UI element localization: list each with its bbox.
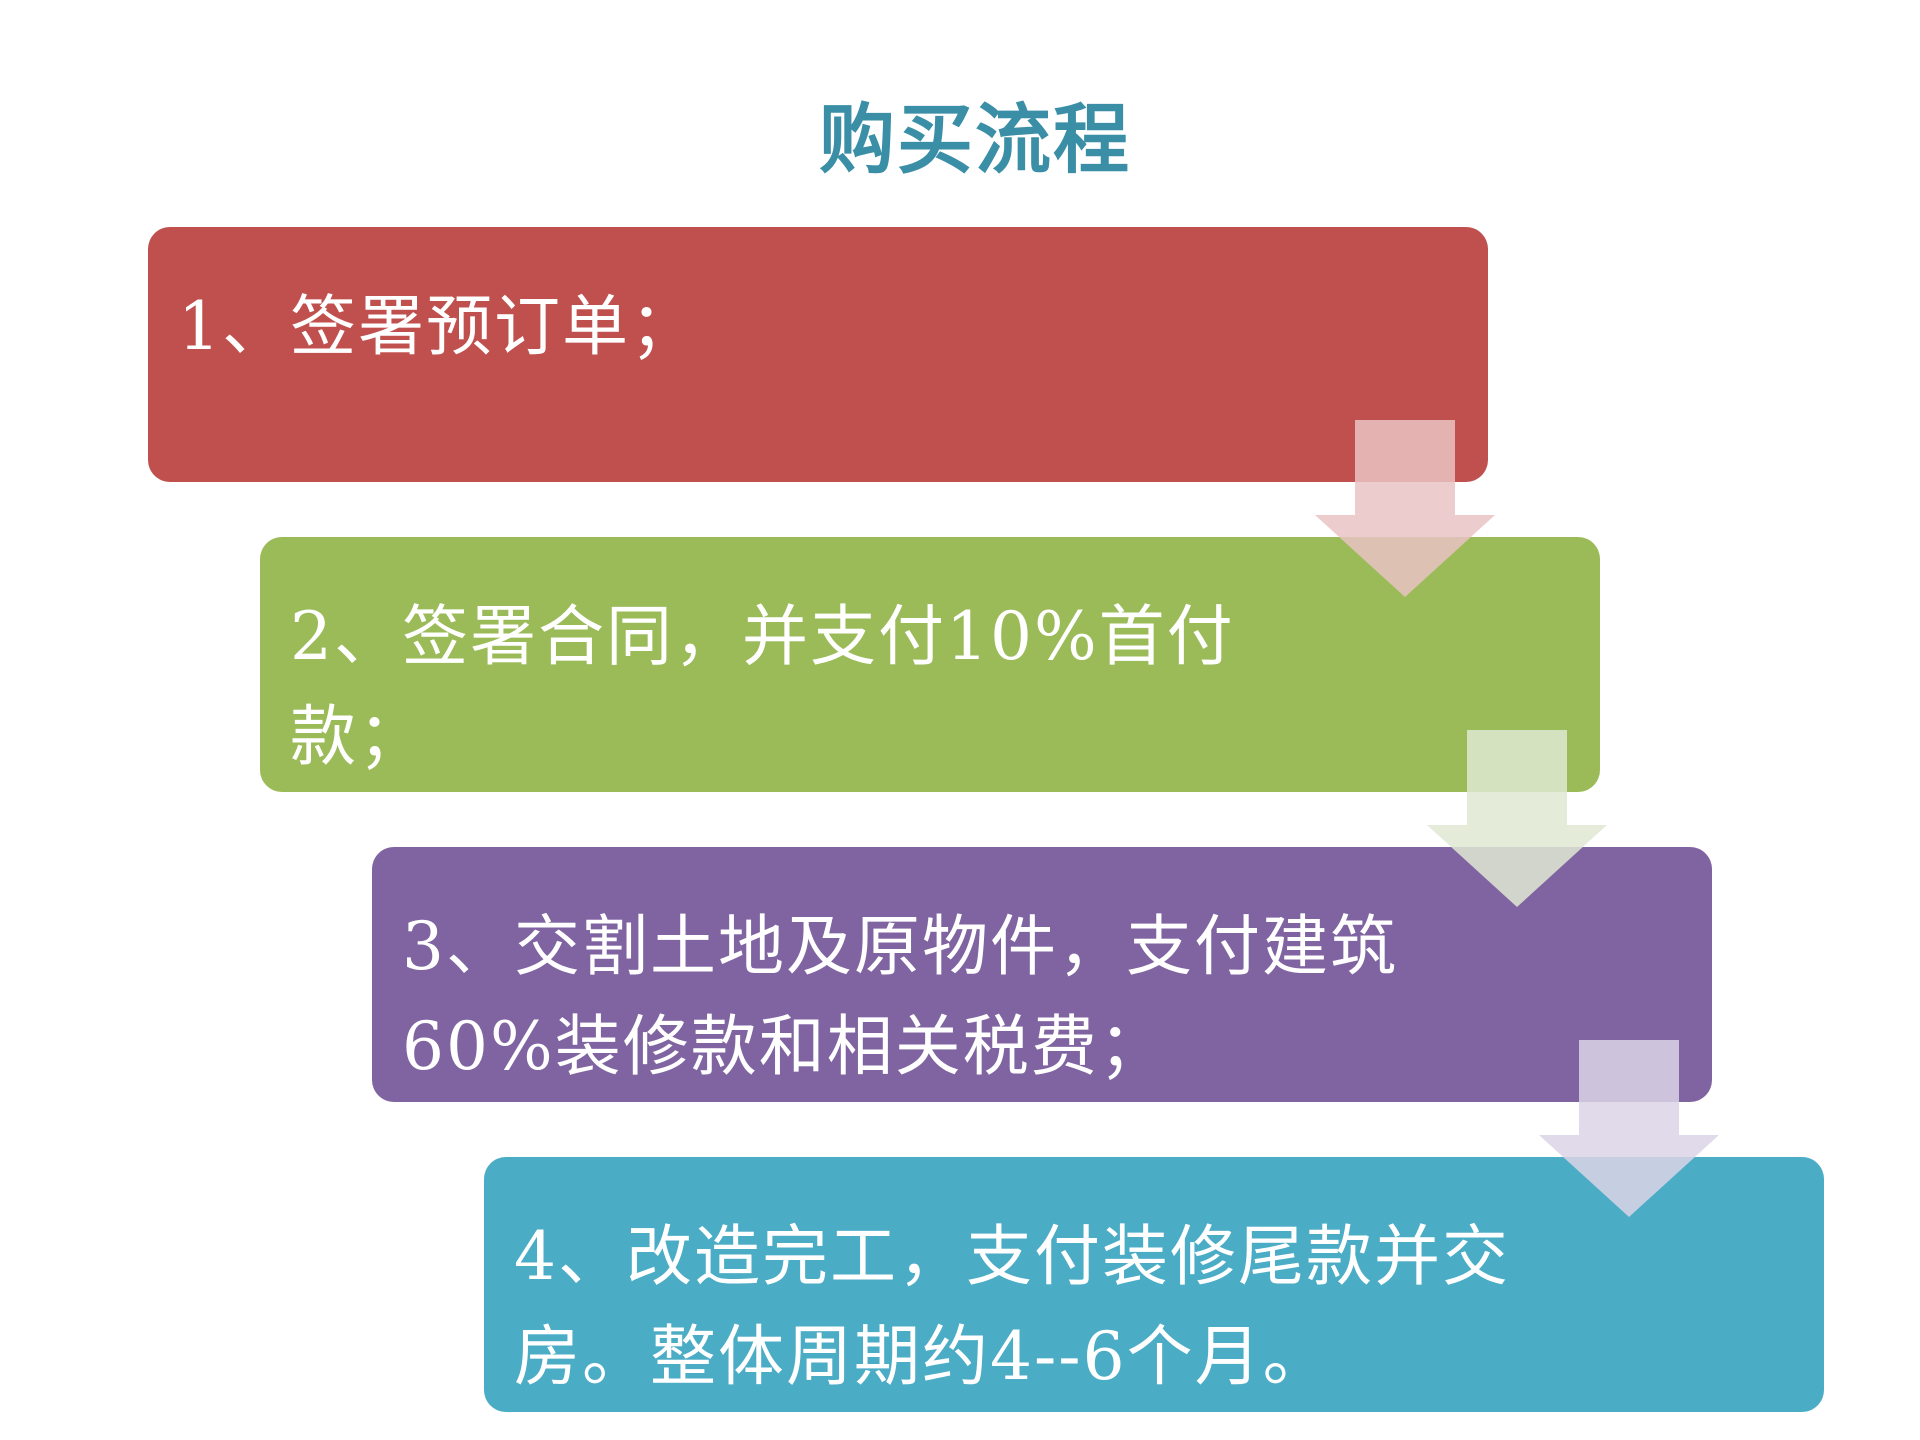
down-arrow-shape-3	[1539, 1040, 1719, 1217]
step-text-4: 4、改造完工，支付装修尾款并交房。整体周期约4--6个月。	[514, 1218, 1510, 1395]
step-text-1: 1、签署预订单；	[178, 288, 698, 365]
down-arrow-shape-1	[1315, 420, 1495, 597]
down-arrow-icon-1	[1315, 420, 1495, 597]
step-text-2: 2、签署合同，并支付10%首付款；	[290, 598, 1235, 775]
step-box-2: 2、签署合同，并支付10%首付款；	[260, 537, 1600, 792]
down-arrow-icon-2	[1427, 730, 1607, 907]
step-box-4: 4、改造完工，支付装修尾款并交房。整体周期约4--6个月。	[484, 1157, 1824, 1412]
step-box-3: 3、交割土地及原物件，支付建筑60%装修款和相关税费；	[372, 847, 1712, 1102]
step-box-1: 1、签署预订单；	[148, 227, 1488, 482]
step-text-3: 3、交割土地及原物件，支付建筑60%装修款和相关税费；	[402, 908, 1398, 1085]
down-arrow-shape-2	[1427, 730, 1607, 907]
down-arrow-icon-3	[1539, 1040, 1719, 1217]
diagram-title: 购买流程	[819, 95, 1131, 184]
